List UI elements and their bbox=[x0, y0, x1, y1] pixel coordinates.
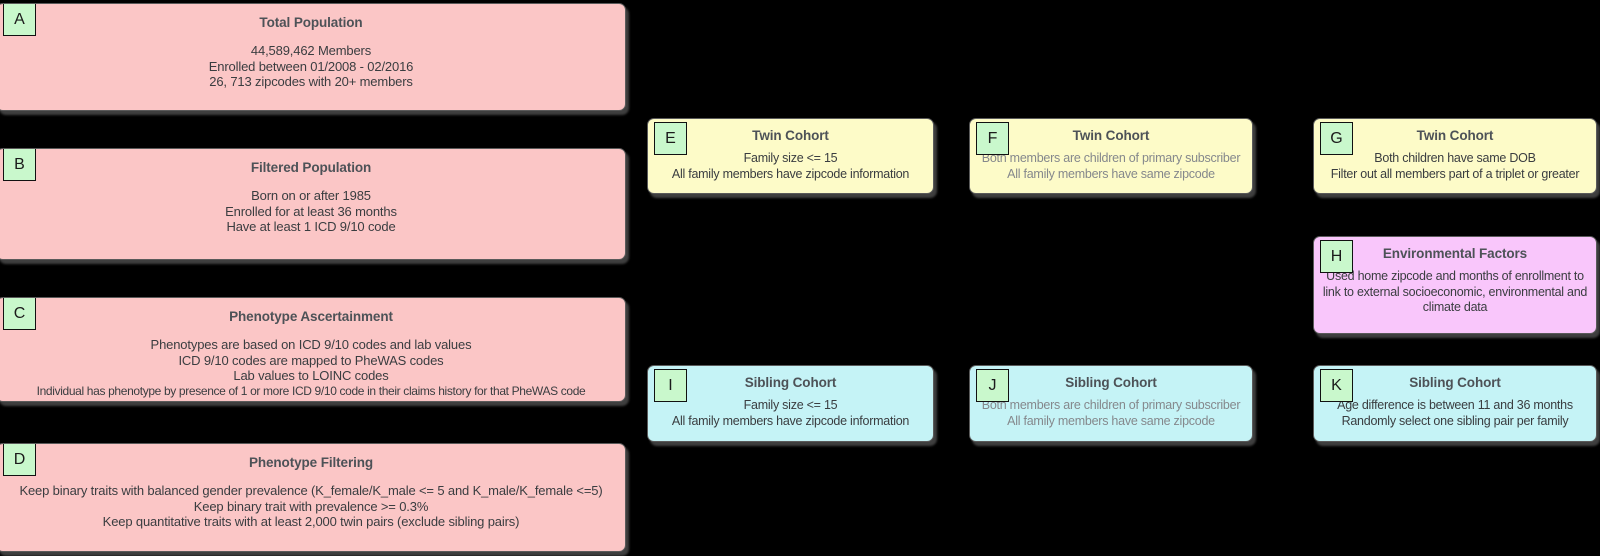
node-letter-badge: E bbox=[654, 122, 687, 155]
node-letter-badge: C bbox=[3, 298, 36, 330]
node-body: Family size <= 15 All family members hav… bbox=[648, 398, 933, 429]
node-title: Phenotype Filtering bbox=[248, 455, 374, 470]
node-j-sibling-cohort: J Sibling Cohort Both members are childr… bbox=[969, 365, 1253, 442]
node-text-line: Age difference is between 11 and 36 mont… bbox=[1337, 398, 1573, 412]
node-title: Sibling Cohort bbox=[744, 375, 837, 390]
node-text-line: All family members have zipcode informat… bbox=[671, 413, 910, 428]
node-title: Sibling Cohort bbox=[1409, 375, 1501, 390]
node-letter-badge: K bbox=[1320, 369, 1353, 402]
node-text-line: ICD 9/10 codes are mapped to PheWAS code… bbox=[178, 352, 444, 368]
node-i-sibling-cohort: I Sibling Cohort Family size <= 15 All f… bbox=[647, 365, 934, 442]
node-body: Both members are children of primary sub… bbox=[970, 398, 1252, 429]
node-d-phenotype-filtering: D Phenotype Filtering Keep binary traits… bbox=[0, 443, 626, 552]
node-text-line: Have at least 1 ICD 9/10 code bbox=[226, 219, 396, 234]
node-body: Keep binary traits with balanced gender … bbox=[0, 483, 625, 530]
node-text-line: Both children have same DOB bbox=[1374, 151, 1536, 165]
node-title: Twin Cohort bbox=[1416, 128, 1494, 143]
node-f-twin-cohort: F Twin Cohort Both members are children … bbox=[969, 118, 1253, 194]
node-text-line: Lab values to LOINC codes bbox=[233, 368, 389, 383]
node-text-line: Filter out all members part of a triplet… bbox=[1330, 166, 1580, 181]
node-body: Phenotypes are based on ICD 9/10 codes a… bbox=[0, 337, 625, 399]
node-body: Family size <= 15 All family members hav… bbox=[648, 151, 933, 182]
node-text-line: All family members have same zipcode bbox=[1007, 413, 1215, 428]
node-text-line: Born on or after 1985 bbox=[251, 188, 371, 203]
node-k-sibling-cohort: K Sibling Cohort Age difference is betwe… bbox=[1313, 365, 1597, 442]
node-text-line: Enrolled between 01/2008 - 02/2016 bbox=[208, 58, 414, 74]
node-letter-badge: B bbox=[3, 149, 36, 181]
node-text-line: Enrolled for at least 36 months bbox=[225, 203, 397, 219]
node-e-twin-cohort: E Twin Cohort Family size <= 15 All fami… bbox=[647, 118, 934, 194]
node-text-line: Keep quantitative traits with at least 2… bbox=[102, 514, 520, 529]
node-b-filtered-population: B Filtered Population Born on or after 1… bbox=[0, 148, 626, 260]
node-text-line: Randomly select one sibling pair per fam… bbox=[1341, 413, 1569, 428]
node-title: Twin Cohort bbox=[1072, 128, 1150, 143]
node-text-line: All family members have zipcode informat… bbox=[671, 166, 910, 181]
node-body: Age difference is between 11 and 36 mont… bbox=[1314, 398, 1596, 429]
node-letter-badge: G bbox=[1320, 122, 1353, 155]
node-body: Both children have same DOB Filter out a… bbox=[1314, 151, 1596, 182]
node-text-line: 44,589,462 Members bbox=[250, 43, 372, 58]
node-letter-badge: D bbox=[3, 444, 36, 476]
node-title: Phenotype Ascertainment bbox=[229, 309, 393, 324]
node-text-line: Used home zipcode and months of enrollme… bbox=[1322, 269, 1588, 314]
node-c-phenotype-ascertainment: C Phenotype Ascertainment Phenotypes are… bbox=[0, 297, 626, 402]
node-body: Both members are children of primary sub… bbox=[970, 151, 1252, 182]
node-text-line: Family size <= 15 bbox=[743, 398, 838, 412]
node-text-line: Keep binary traits with balanced gender … bbox=[19, 483, 603, 498]
node-text-line: Individual has phenotype by presence of … bbox=[36, 383, 586, 398]
node-a-total-population: A Total Population 44,589,462 Members En… bbox=[0, 3, 626, 111]
node-text-line: Phenotypes are based on ICD 9/10 codes a… bbox=[150, 337, 472, 352]
node-h-environmental-factors: H Environmental Factors Used home zipcod… bbox=[1313, 236, 1597, 334]
node-letter-badge: A bbox=[3, 4, 36, 36]
node-text-line: Both members are children of primary sub… bbox=[981, 398, 1241, 412]
node-title: Twin Cohort bbox=[752, 128, 829, 143]
node-text-line: Both members are children of primary sub… bbox=[981, 151, 1241, 165]
node-letter-badge: F bbox=[976, 122, 1009, 155]
node-title: Total Population bbox=[259, 15, 363, 30]
node-text-line: 26, 713 zipcodes with 20+ members bbox=[209, 74, 413, 89]
node-g-twin-cohort: G Twin Cohort Both children have same DO… bbox=[1313, 118, 1597, 194]
node-letter-badge: H bbox=[1320, 240, 1353, 273]
node-body: Born on or after 1985 Enrolled for at le… bbox=[0, 188, 625, 235]
node-title: Sibling Cohort bbox=[1065, 375, 1157, 390]
node-title: Filtered Population bbox=[250, 160, 372, 175]
node-letter-badge: I bbox=[654, 369, 687, 402]
node-text-line: Keep binary trait with prevalence >= 0.3… bbox=[193, 498, 429, 514]
node-text-line: All family members have same zipcode bbox=[1007, 166, 1215, 181]
node-letter-badge: J bbox=[976, 369, 1009, 402]
node-text-line: Family size <= 15 bbox=[743, 151, 838, 165]
node-body: 44,589,462 Members Enrolled between 01/2… bbox=[0, 43, 625, 90]
node-title: Environmental Factors bbox=[1382, 246, 1528, 261]
node-body: Used home zipcode and months of enrollme… bbox=[1314, 269, 1596, 316]
